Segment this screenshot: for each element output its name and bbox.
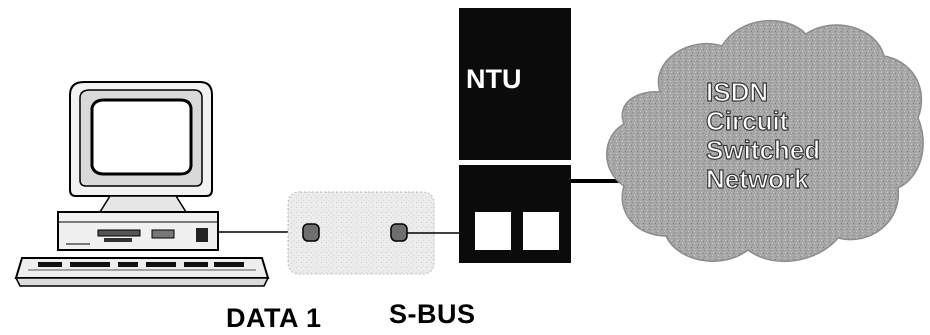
sbus-label: S-BUS xyxy=(389,299,476,330)
sbus-port-icon xyxy=(391,224,407,241)
data1-port-icon xyxy=(303,224,319,241)
ntu-label: NTU xyxy=(466,64,522,95)
ntu-box xyxy=(459,8,571,263)
network-line-switched: Switched xyxy=(706,136,820,165)
network-label: ISDN Circuit Switched Network xyxy=(706,78,820,194)
network-line-circuit: Circuit xyxy=(706,107,820,136)
computer-icon xyxy=(16,82,268,286)
network-line-isdn: ISDN xyxy=(706,78,820,107)
ntu-port-1-icon xyxy=(474,211,512,251)
data1-label: DATA 1 xyxy=(226,303,322,334)
ntu-port-2-icon xyxy=(522,211,560,251)
network-line-network: Network xyxy=(706,165,820,194)
